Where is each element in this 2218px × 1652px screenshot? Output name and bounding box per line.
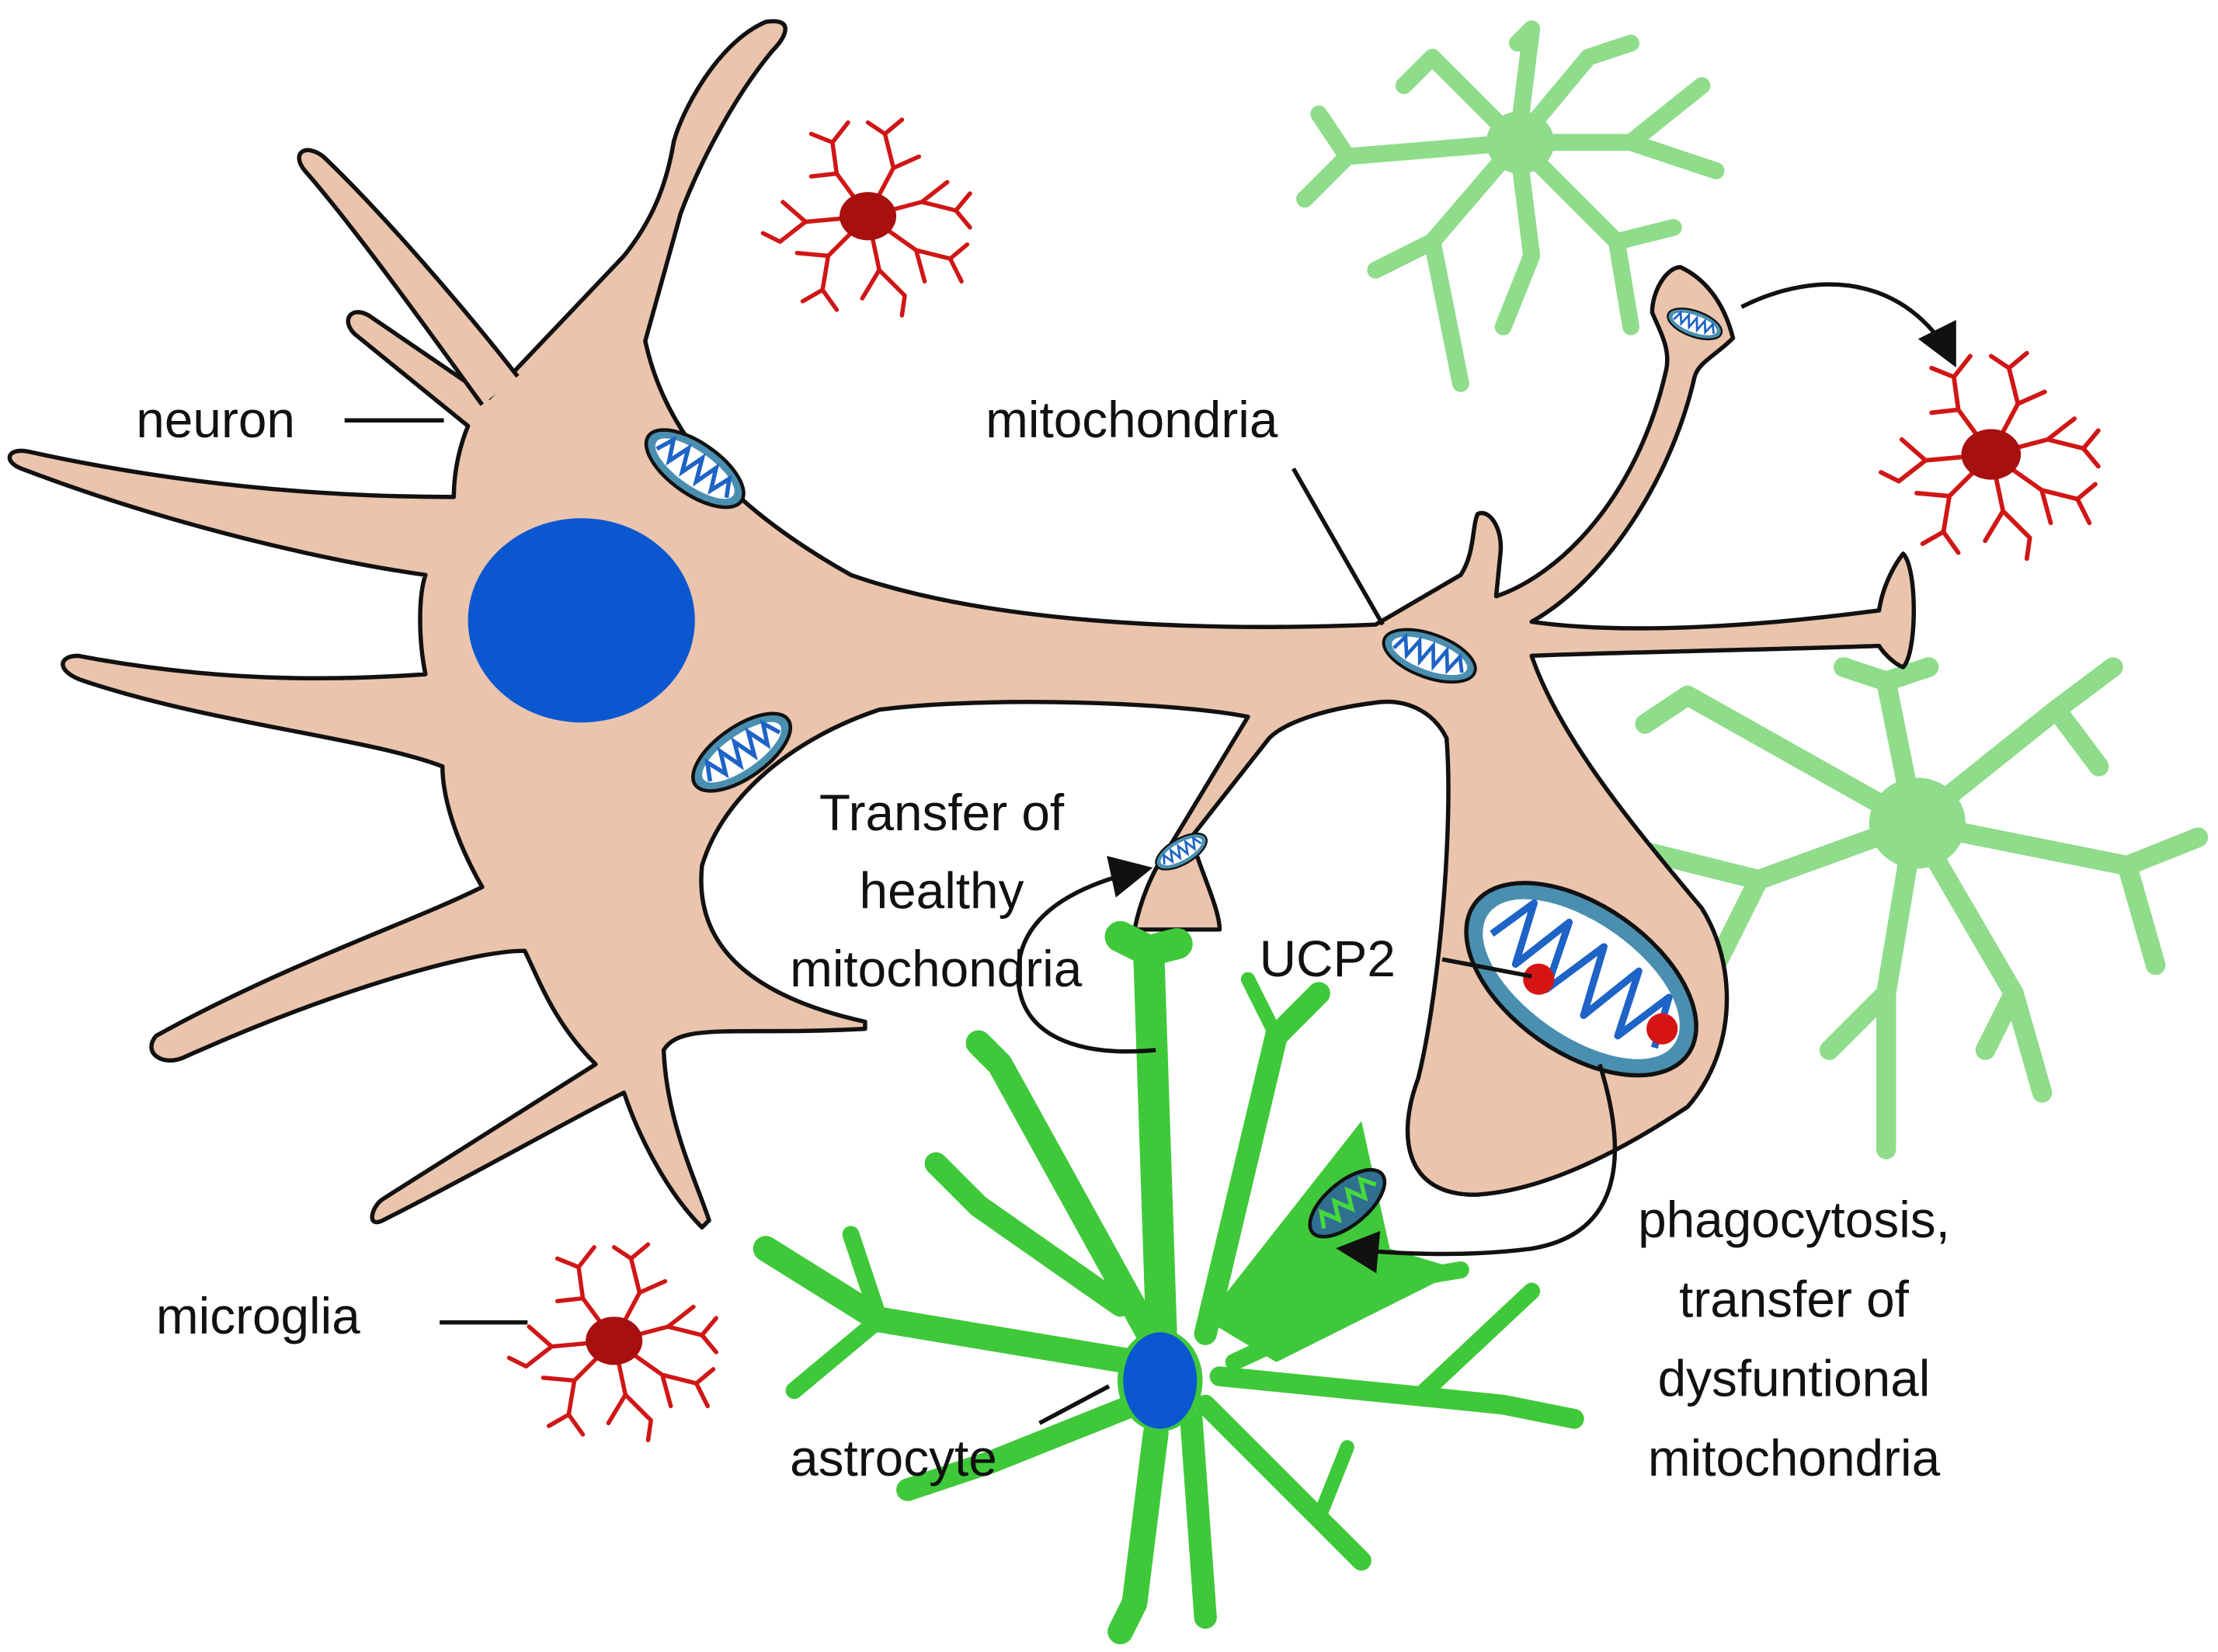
neuron-upper-dendrite xyxy=(297,148,528,412)
astrocyte-icon xyxy=(753,920,1584,1645)
transfer-label-line2: healthy xyxy=(860,861,1024,919)
transfer-label-line3: mitochondria xyxy=(790,940,1083,997)
astrocyte-label: astrocyte xyxy=(790,1429,997,1487)
astrocyte-leader xyxy=(1038,1384,1111,1425)
transfer-label-line1: Transfer of xyxy=(819,784,1065,841)
astrocyte-nucleus xyxy=(1123,1332,1198,1429)
neuron-label: neuron xyxy=(136,391,295,448)
arrow-to-microglia xyxy=(1740,282,1956,368)
ucp2-dot xyxy=(1523,963,1555,995)
microglia-label: microglia xyxy=(156,1287,360,1344)
phagocytosis-label-line3: dysfuntional xyxy=(1658,1350,1931,1407)
ucp2-label: UCP2 xyxy=(1260,930,1396,987)
ucp2-dot xyxy=(1646,1013,1678,1045)
microglia-top xyxy=(763,120,970,315)
microglia-right xyxy=(1881,353,2098,559)
mitochondria-leader xyxy=(1292,467,1385,626)
phagocytosis-label-line1: phagocytosis, xyxy=(1638,1191,1950,1248)
mitochondria-label: mitochondria xyxy=(986,391,1278,448)
neuron-body xyxy=(7,19,1916,1230)
arrow-phagocytosis xyxy=(1336,1063,1618,1274)
ucp2-leader xyxy=(1441,957,1532,979)
phagocytosis-label-line2: transfer of xyxy=(1679,1270,1910,1327)
faded-astrocyte-right xyxy=(1635,657,2209,1160)
large-mitochondrion xyxy=(1464,881,1698,1078)
faded-astrocyte-top xyxy=(1296,20,1725,392)
neuron-nucleus xyxy=(468,518,695,723)
phagocytosis-label-line4: mitochondria xyxy=(1648,1429,1941,1487)
microglia-bottom xyxy=(509,1244,717,1440)
arrow-healthy-transfer xyxy=(1016,855,1156,1054)
